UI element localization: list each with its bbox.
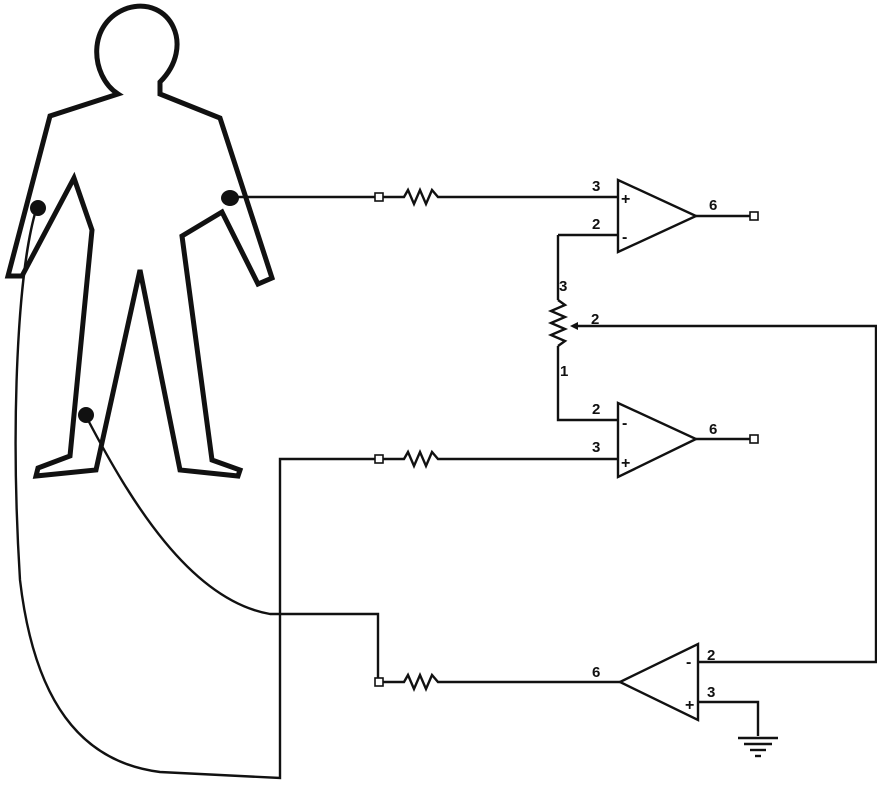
opamp-driven-leg-plus-sign: +: [685, 697, 694, 714]
human-body-figure: [4, 3, 276, 479]
opamp-upper-pin-2: 2: [592, 216, 600, 233]
wiper-arrow-icon: [570, 322, 578, 330]
resistor-middle: [383, 448, 590, 470]
input-node-middle: [374, 454, 384, 464]
right-leg-electrode: [78, 407, 94, 423]
input-node-upper: [374, 192, 384, 202]
opamp-driven-leg-minus-sign: -: [686, 654, 691, 671]
opamp-driven-leg-pin-6: 6: [592, 664, 600, 681]
human-body-outline: [4, 3, 276, 479]
opamp-driven-leg: - + 2 3 6: [578, 324, 877, 736]
opamp-middle-plus-sign: +: [621, 455, 630, 472]
opamp-middle: - + 2 3 6: [590, 401, 759, 479]
opamp-driven-leg-pin-2: 2: [707, 647, 715, 664]
opamp-upper-pin-6: 6: [709, 197, 717, 214]
lead-wires: [14, 195, 380, 780]
opamp-middle-pin-2: 2: [592, 401, 600, 418]
potentiometer-pin-3: 3: [559, 278, 567, 295]
potentiometer-pin-1: 1: [560, 363, 568, 380]
lead-wire-right-arm: [14, 209, 376, 780]
opamp-middle-pin-6: 6: [709, 421, 717, 438]
opamp-middle-pin-3: 3: [592, 439, 600, 456]
opamp-upper-minus-sign: -: [622, 229, 627, 246]
opamp-middle-minus-sign: -: [622, 415, 627, 432]
opamp-driven-leg-pin-3: 3: [707, 684, 715, 701]
wiper-feedback-wire: [578, 324, 877, 664]
potentiometer: 3 2 1: [547, 235, 618, 422]
output-node-middle: [749, 434, 759, 444]
left-arm-electrode: [221, 190, 239, 206]
right-arm-electrode: [30, 200, 46, 216]
output-node-upper: [749, 211, 759, 221]
resistor-lower: [383, 671, 620, 693]
input-node-lower: [374, 677, 384, 687]
potentiometer-pin-2: 2: [591, 311, 599, 328]
opamp-upper: + - 3 2 6: [558, 178, 759, 254]
opamp-upper-plus-sign: +: [621, 191, 630, 208]
opamp-upper-pin-3: 3: [592, 178, 600, 195]
ground-icon: [738, 736, 778, 758]
lead-wire-right-leg: [86, 419, 380, 678]
resistor-upper: [383, 186, 590, 208]
